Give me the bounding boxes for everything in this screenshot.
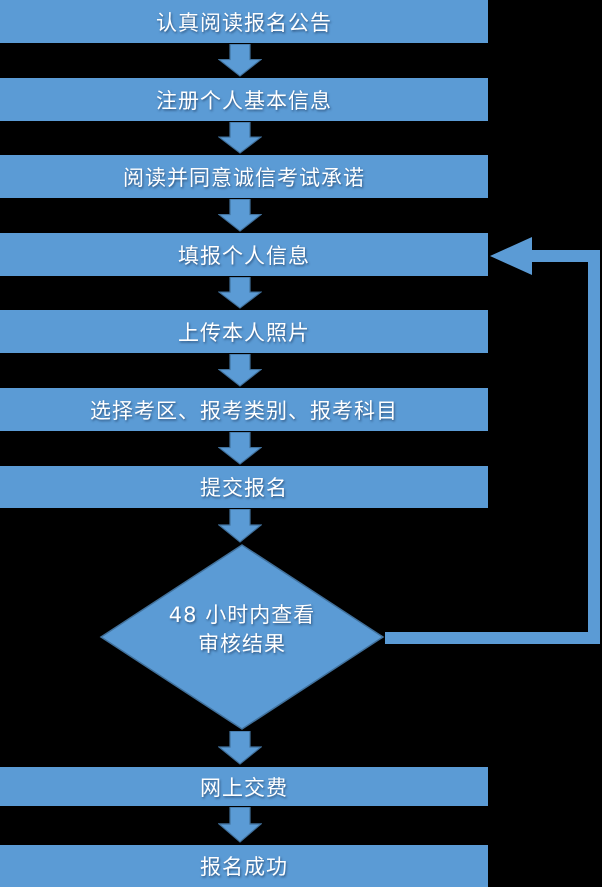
loop-line-vertical (588, 250, 600, 644)
loop-line-top (531, 250, 600, 262)
step-label: 网上交费 (200, 775, 288, 800)
flow-decision-check-review-result: 48 小时内查看 审核结果 (99, 544, 385, 730)
diamond-shape (99, 544, 385, 730)
flow-step-select-area-category-subject: 选择考区、报考类别、报考科目 (0, 388, 488, 431)
arrow-down-icon (218, 122, 262, 154)
step-label: 提交报名 (200, 476, 288, 500)
arrow-down-icon (218, 277, 262, 309)
arrow-down-icon (218, 199, 262, 232)
arrow-down-icon (218, 509, 262, 543)
loop-line-bottom (385, 632, 600, 644)
arrow-down-icon (218, 44, 262, 77)
step-label: 注册个人基本信息 (156, 88, 332, 113)
flow-step-submit-registration: 提交报名 (0, 466, 488, 508)
step-label: 填报个人信息 (178, 243, 310, 268)
step-label: 认真阅读报名公告 (156, 10, 332, 35)
step-label: 选择考区、报考类别、报考科目 (90, 398, 398, 423)
flow-step-upload-photo: 上传本人照片 (0, 310, 488, 353)
flow-step-read-announcement: 认真阅读报名公告 (0, 0, 488, 43)
flow-step-fill-personal-info: 填报个人信息 (0, 233, 488, 276)
decision-label: 48 小时内查看 审核结果 (99, 544, 385, 730)
decision-label-line1: 48 小时内查看 (168, 603, 316, 627)
flow-step-registration-success: 报名成功 (0, 845, 488, 887)
step-label: 报名成功 (200, 855, 288, 879)
arrow-down-icon (218, 354, 262, 387)
arrow-left-icon (490, 237, 532, 275)
flow-step-register-basic-info: 注册个人基本信息 (0, 78, 488, 121)
arrow-down-icon (218, 807, 262, 843)
arrow-down-icon (218, 731, 262, 765)
flow-step-agree-integrity-pledge: 阅读并同意诚信考试承诺 (0, 155, 488, 198)
arrow-down-icon (218, 432, 262, 465)
decision-label-line2: 审核结果 (198, 632, 286, 656)
step-label: 阅读并同意诚信考试承诺 (123, 165, 365, 190)
flow-step-pay-online: 网上交费 (0, 767, 488, 806)
step-label: 上传本人照片 (178, 320, 310, 345)
